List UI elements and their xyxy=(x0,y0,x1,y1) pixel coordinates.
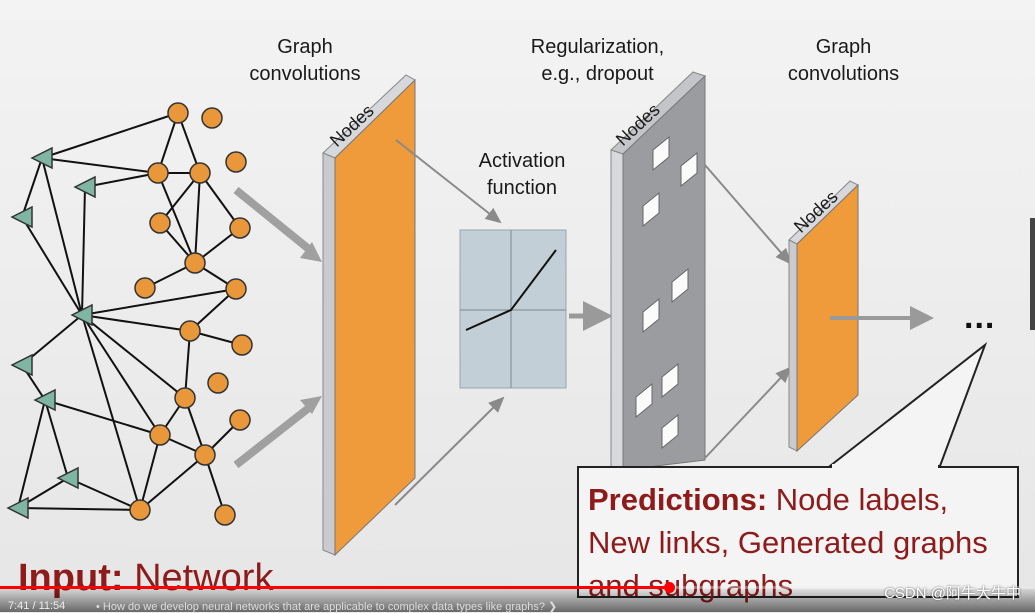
dropout-unit xyxy=(652,135,670,172)
network-node xyxy=(231,334,253,356)
dropout-unit xyxy=(671,267,689,304)
network-node xyxy=(134,277,156,299)
label-graph-conv-1: Graph convolutions xyxy=(240,34,370,88)
network-triangles xyxy=(6,146,96,520)
triangle-node xyxy=(56,466,79,490)
network-node xyxy=(225,278,247,300)
activation-box xyxy=(459,229,567,389)
arrow-dropout-layer3 xyxy=(704,164,792,265)
layer-graph-conv-2 xyxy=(788,180,859,453)
network-node xyxy=(179,320,201,342)
predictions-heading: Predictions: xyxy=(588,482,768,517)
dropout-unit xyxy=(661,362,679,399)
dropout-unit xyxy=(661,413,679,450)
right-edge-strip xyxy=(1030,218,1035,330)
network-node xyxy=(174,387,196,409)
network-node xyxy=(189,162,211,184)
network-node xyxy=(147,162,169,184)
progress-fill xyxy=(0,586,669,589)
input-arrow-head xyxy=(300,396,322,414)
triangle-node xyxy=(6,496,29,520)
dropout-unit xyxy=(680,151,698,188)
arrow-layer1-activation xyxy=(395,139,502,224)
label-activation: Activation function xyxy=(452,148,592,202)
input-arrow-head xyxy=(300,242,322,262)
label-graph-conv-2-text: Graph convolutions xyxy=(787,36,900,85)
label-regularization-text: Regularization, e.g., dropout xyxy=(530,36,665,85)
player-controls-overlay xyxy=(0,585,1035,612)
ellipsis: ... xyxy=(964,298,996,336)
dropout-unit xyxy=(635,382,653,419)
network-node xyxy=(184,252,206,274)
triangle-node xyxy=(30,146,53,170)
network-node xyxy=(229,409,251,431)
network-node xyxy=(201,107,223,129)
network-node xyxy=(149,212,171,234)
label-regularization: Regularization, e.g., dropout xyxy=(505,34,690,88)
arrow-layer1-activation-low xyxy=(394,396,505,506)
network-nodes xyxy=(129,102,253,526)
input-arrows xyxy=(233,186,313,469)
network-node xyxy=(149,424,171,446)
triangle-node xyxy=(33,388,56,412)
label-graph-conv-2: Graph convolutions xyxy=(776,34,911,88)
triangle-node xyxy=(70,303,93,327)
network-node xyxy=(167,102,189,124)
network-edges xyxy=(17,112,243,516)
network-node xyxy=(129,499,151,521)
time-display: 7:41 / 11:54 xyxy=(8,600,66,612)
layer-graph-conv-1 xyxy=(322,74,416,557)
triangle-node xyxy=(10,353,33,377)
network-node xyxy=(207,372,229,394)
network-node xyxy=(194,444,216,466)
watermark: CSDN @阿牛大牛中 xyxy=(884,585,1021,602)
label-graph-conv-1-text: Graph convolutions xyxy=(249,36,361,85)
label-activation-text: Activation function xyxy=(478,150,566,199)
network-node xyxy=(214,504,236,526)
progress-scrubber[interactable] xyxy=(663,582,675,593)
progress-bar[interactable] xyxy=(0,586,1035,589)
dropout-unit xyxy=(642,297,660,334)
triangle-node xyxy=(73,175,96,199)
arrow-dropout-layer3-low xyxy=(704,366,792,459)
network-node xyxy=(225,151,247,173)
dropout-unit xyxy=(642,191,660,228)
triangle-node xyxy=(10,205,33,229)
layer-dropout xyxy=(610,71,706,471)
network-node xyxy=(229,217,251,239)
chapter-title[interactable]: • How do we develop neural networks that… xyxy=(96,601,558,613)
